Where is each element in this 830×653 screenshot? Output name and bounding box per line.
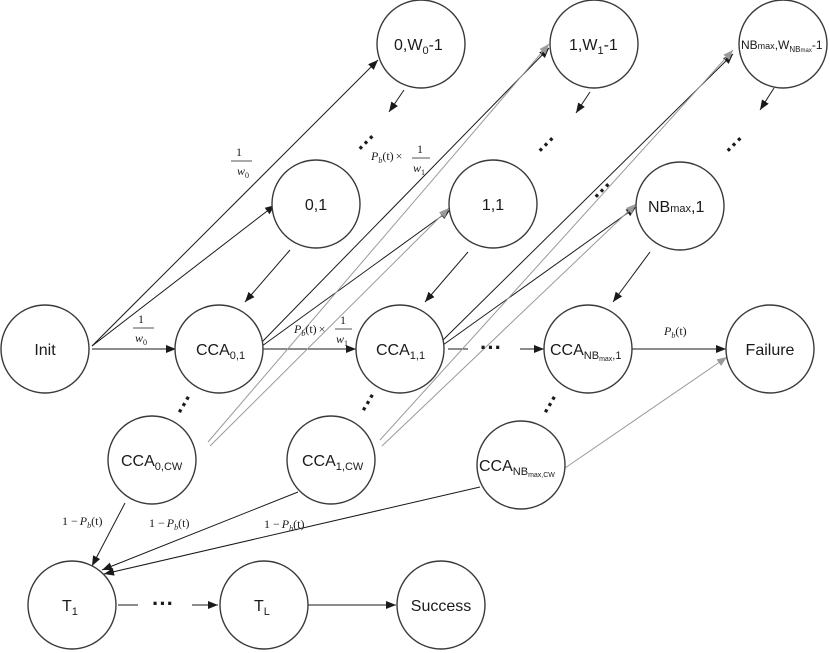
edge-cca11-to-nb1 [442,206,637,346]
svg-text:w0: w0 [135,331,147,347]
node-cca-nbmax-cw: CCANBmax,CW [476,420,566,510]
ellipsis-h-cca: ··· [480,335,502,360]
ellipsis-h-tl: ··· [152,591,174,616]
svg-text:CCA0,CW: CCA0,CW [121,453,183,473]
svg-text:CCA1,1: CCA1,1 [376,342,425,362]
svg-text:0,W0-1: 0,W0-1 [394,37,443,57]
svg-text:0,1: 0,1 [305,197,327,214]
node-cca-0-cw: CCA0,CW [107,415,197,505]
svg-text:Init: Init [34,342,56,359]
edge-ccanbcw-to-t1 [103,486,481,576]
svg-text:NBmax,1: NBmax,1 [648,199,704,216]
node-cca-1-1: CCA1,1 [355,304,445,394]
svg-text:1: 1 [340,313,346,327]
edge-cca0cw-to-t1 [91,502,126,567]
edge-nb1-to-ccanb [612,251,651,303]
edge-cca0cw-to-11 [209,207,450,447]
edge-init-to-0w [91,59,379,347]
label-backoff-w1: Pb(t)× 1 w1 [370,142,430,177]
svg-text:NBmax,WNBmax-1: NBmax,WNBmax-1 [741,38,823,54]
node-init: Init [0,304,90,394]
node-0-w0-minus-1: 0,W0-1 [376,0,466,89]
svg-text:1 −Pb(t): 1 −Pb(t) [149,516,189,532]
node-t1: T1 [27,560,117,650]
svg-text:Pb(t)×: Pb(t)× [293,322,325,338]
svg-text:1 −Pb(t): 1 −Pb(t) [264,517,304,533]
ellipsis-v-cca01: ··· [168,388,201,420]
edge-cca01-to-11 [261,209,451,347]
ellipsis-d-mid: ··· [586,173,619,206]
edge-01-to-cca01 [244,249,291,303]
ellipsis-v-ccanb: ··· [534,388,567,420]
svg-text:CCA1,CW: CCA1,CW [302,453,364,473]
edge-cca11-to-nbw [442,53,734,341]
node-1-w1-minus-1: 1,W1-1 [549,0,639,89]
svg-text:CCA0,1: CCA0,1 [196,342,245,362]
svg-text:Failure: Failure [746,342,795,359]
svg-text:1: 1 [138,312,144,326]
edge-cca1cw-to-t1 [101,491,299,571]
node-cca-nbmax-1: CCANBmax,1 [543,304,633,394]
node-tl: TL [219,560,309,650]
label-ccanb-to-failure: Pb(t) [663,324,687,340]
ellipsis-v-cca11: ··· [352,386,385,418]
svg-text:1,W1-1: 1,W1-1 [569,37,618,57]
svg-text:w0: w0 [237,164,249,180]
node-cca-1-cw: CCA1,CW [286,415,376,505]
node-cca-0-1: CCA0,1 [174,304,264,394]
label-ccanbcw-to-t1: 1 −Pb(t) [264,517,304,533]
edge-nbw-down [759,87,775,111]
node-0-1: 0,1 [271,159,361,249]
edge-11-to-cca11 [424,251,469,303]
node-nbmax-1: NBmax,1 [635,161,725,251]
svg-text:T1: T1 [62,598,78,618]
label-init-to-cca01: 1 w0 [133,312,154,347]
svg-text:TL: TL [254,598,270,618]
edge-init-to-01 [91,204,276,347]
edge-cca01-to-1w [261,47,550,343]
svg-text:1: 1 [236,145,242,159]
svg-text:CCANBmax,1: CCANBmax,1 [550,342,621,363]
edge-cca0cw-to-1w [207,43,550,443]
svg-text:1 −Pb(t): 1 −Pb(t) [62,514,102,530]
svg-text:Pb(t): Pb(t) [663,324,687,340]
svg-text:1: 1 [417,142,423,156]
ellipsis-d-wnb: ··· [718,127,751,160]
edge-ccanbcw-to-failure [564,356,728,469]
label-init-to-0w: 1 w0 [231,145,252,180]
svg-text:Success: Success [411,598,471,615]
label-cca0cw-to-t1: 1 −Pb(t) [62,514,102,530]
svg-text:Pb(t)×: Pb(t)× [370,149,402,165]
edge-cca1cw-to-nbw [379,49,734,441]
svg-text:w1: w1 [413,161,425,177]
label-cca1cw-to-t1: 1 −Pb(t) [149,516,189,532]
node-failure: Failure [725,304,815,394]
edge-1w-down [575,91,591,114]
ellipsis-d-w1: ··· [530,127,563,160]
node-success: Success [396,560,486,650]
svg-text:w1: w1 [336,332,348,348]
svg-text:CCANBmax,CW: CCANBmax,CW [479,458,555,479]
edge-cca1cw-to-nb1 [381,203,637,447]
label-cca01-to-cca11: Pb(t)× 1 w1 [293,313,352,348]
node-1-1: 1,1 [448,159,538,249]
svg-text:1,1: 1,1 [482,197,504,214]
edge-0w-down [388,89,405,113]
node-nbmax-wnbmax-minus-1: NBmax,WNBmax-1 [738,0,828,89]
